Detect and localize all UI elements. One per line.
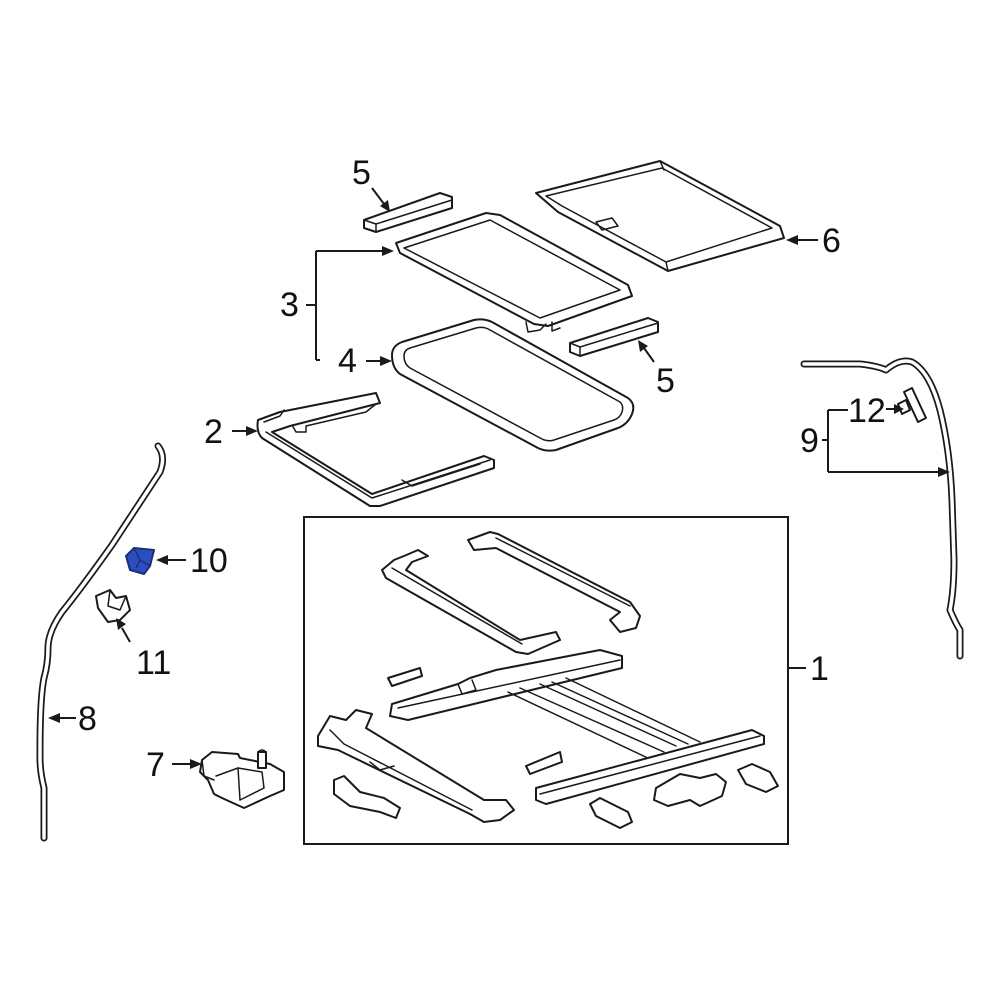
callout-10: 10	[190, 542, 228, 580]
callout-6: 6	[822, 222, 841, 260]
part-6-sunshade[interactable]	[535, 160, 785, 272]
callout-labels: 5 6 3 4 5 12 2 9 10 11 1 8 7	[78, 154, 886, 784]
callout-3: 3	[280, 286, 299, 324]
part-3-glass-panel[interactable]	[395, 212, 633, 333]
part-11-bracket[interactable]	[95, 589, 131, 623]
callout-1: 1	[810, 650, 829, 688]
part-4-seal[interactable]	[391, 318, 635, 452]
part-8-drain-hose-left[interactable]	[36, 442, 167, 842]
callout-7: 7	[146, 746, 165, 784]
part-7-motor[interactable]	[199, 749, 285, 809]
part-2-frame[interactable]	[256, 392, 495, 507]
callout-9: 9	[800, 422, 819, 460]
callout-8: 8	[78, 700, 97, 738]
part-1-assembly-box[interactable]	[303, 516, 789, 845]
callout-12: 12	[848, 392, 886, 430]
callout-5-lower: 5	[656, 362, 675, 400]
callout-2: 2	[204, 413, 223, 451]
part-5-upper-strip[interactable]	[363, 192, 453, 233]
callout-4: 4	[338, 342, 357, 380]
part-1-assembly-contents	[317, 531, 779, 829]
callout-5-upper: 5	[352, 154, 371, 192]
part-5-lower-strip[interactable]	[569, 317, 659, 357]
part-10-clip-highlighted[interactable]	[125, 547, 155, 575]
leader-lines	[48, 187, 950, 769]
part-9-drain-hose-right[interactable]	[800, 357, 964, 660]
part-12-clip[interactable]	[897, 387, 927, 423]
callout-11: 11	[136, 644, 171, 682]
